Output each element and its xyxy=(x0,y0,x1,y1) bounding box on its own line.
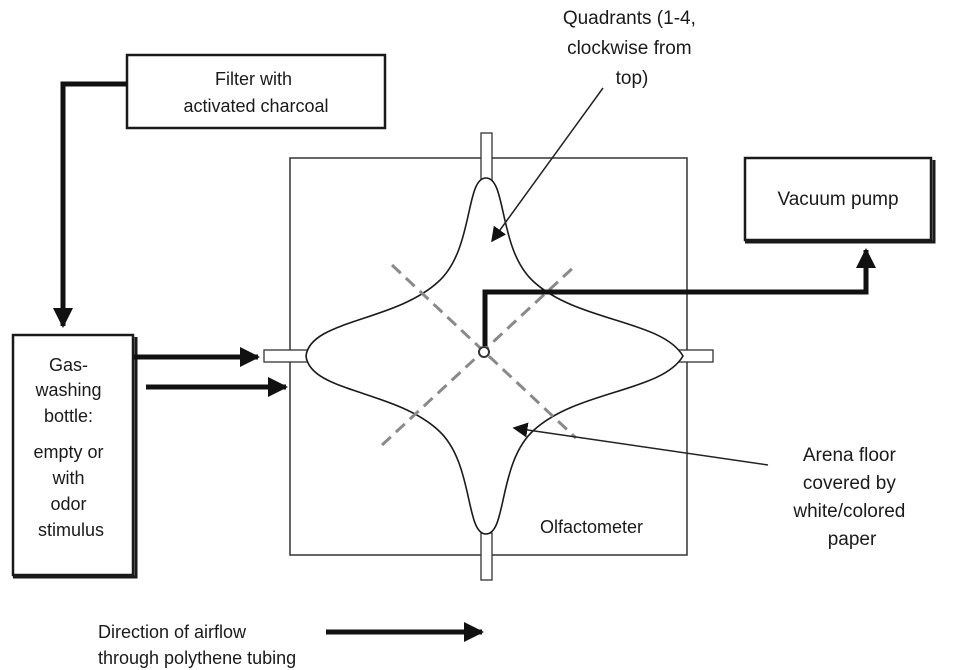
airflow-filter-to-bottle xyxy=(53,81,127,328)
quadrant-divider-1 xyxy=(380,263,578,447)
gas-washing-line7: stimulus xyxy=(38,520,104,540)
quadrants-pointer xyxy=(491,87,604,243)
filter-label-line1: Filter with xyxy=(215,69,292,89)
filter-box xyxy=(125,53,387,130)
arena-floor-label-line3: white/colored xyxy=(792,501,905,522)
arena-floor-label-line2: covered by xyxy=(803,473,896,494)
olfactometer-label: Olfactometer xyxy=(540,517,643,537)
svg-text:Filter with activated char: Filter with activated charcoal xyxy=(183,69,328,116)
arena-floor-label-line4: paper xyxy=(828,529,877,550)
quadrants-label-line2: clockwise from xyxy=(567,38,692,59)
center-outlet xyxy=(478,346,490,358)
gas-washing-line3: bottle: xyxy=(44,406,93,426)
quadrant-divider-2 xyxy=(390,263,578,440)
quadrants-label-line1: Quadrants (1-4, xyxy=(563,8,696,29)
airflow-legend-line2: through polythene tubing xyxy=(98,648,296,668)
port-top xyxy=(480,132,493,181)
arena-floor-pointer xyxy=(512,422,769,466)
port-left xyxy=(263,349,310,363)
vacuum-pump-shadow xyxy=(745,160,936,244)
svg-text:Arena floor covered by: Arena floor covered by white/colored pap… xyxy=(792,445,910,550)
port-bottom xyxy=(480,532,493,581)
gas-washing-line2: washing xyxy=(34,380,101,400)
svg-text:Direction of airflow throu: Direction of airflow through polythene t… xyxy=(98,622,296,668)
airflow-legend-line1: Direction of airflow xyxy=(98,622,247,642)
arena-floor-label-line1: Arena floor xyxy=(803,445,897,466)
gas-washing-line4: empty or xyxy=(33,442,103,462)
vacuum-pump-box xyxy=(743,156,933,242)
vacuum-pump-label: Vacuum pump xyxy=(777,189,898,210)
airflow-outlet-to-pump xyxy=(482,248,876,346)
svg-text:Gas- washing bottle:: Gas- washing bottle: empty or with odor … xyxy=(33,355,108,540)
quadrants-label-line3: top) xyxy=(616,68,649,89)
filter-label-line2: activated charcoal xyxy=(183,96,328,116)
svg-text:Quadrants (1-4, clockwise: Quadrants (1-4, clockwise from top) xyxy=(563,8,701,89)
gas-washing-bottle-box xyxy=(11,333,135,577)
gas-washing-line5: with xyxy=(51,468,84,488)
gas-washing-line1: Gas- xyxy=(49,355,88,375)
gas-washing-shadow xyxy=(13,337,138,579)
gas-washing-line6: odor xyxy=(50,494,86,514)
arena-shape xyxy=(305,177,684,535)
